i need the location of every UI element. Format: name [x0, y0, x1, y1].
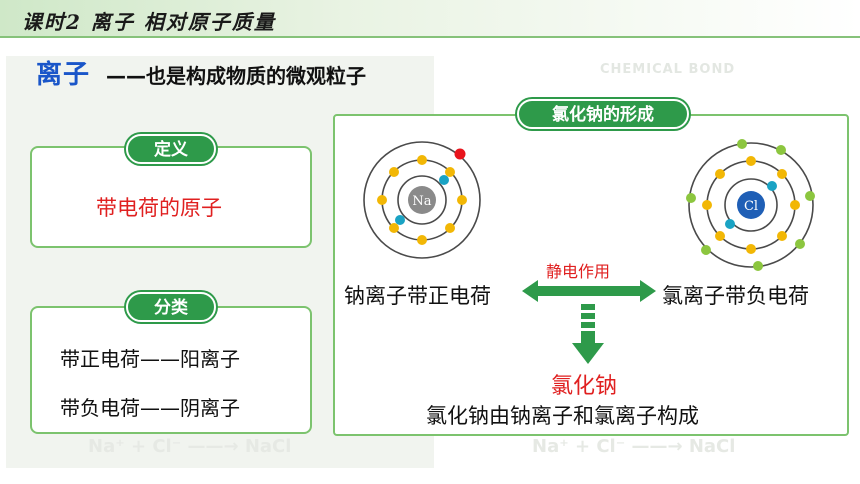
chlorine-ion-label: 氯离子带负电荷	[662, 284, 809, 308]
product-label: 氯化钠	[551, 374, 618, 399]
electrostatic-force-label: 静电作用	[546, 262, 611, 281]
watermark-left-equation: Na⁺ + Cl⁻ ——→ NaCl	[88, 436, 292, 457]
sodium-ion-label: 钠离子带正电荷	[344, 284, 491, 308]
chlorine-atom-diagram: Cl	[686, 139, 815, 271]
valence-electron-dot	[454, 148, 466, 160]
definition-text: 带电荷的原子	[96, 196, 222, 220]
classification-item-anion: 带负电荷——阴离子	[60, 396, 240, 420]
electron-dot	[417, 235, 427, 245]
down-arrow-icon	[572, 304, 604, 364]
lesson-title: 课时2 离子 相对原子质量	[22, 10, 276, 34]
classification-badge: 分类	[126, 292, 216, 322]
chlorine-outer-shell	[688, 142, 814, 268]
conclusion-text: 氯化钠由钠离子和氯离子构成	[426, 404, 699, 428]
classification-item-cation: 带正电荷——阳离子	[60, 347, 240, 371]
watermark-right-equation: Na⁺ + Cl⁻ ——→ NaCl	[532, 436, 736, 457]
page-subtitle: ——也是构成物质的微观粒子	[106, 64, 366, 88]
watermark-chemical-bond: CHEMICAL BOND	[600, 62, 736, 77]
electron-dot	[746, 244, 756, 254]
electron-dot	[457, 195, 467, 205]
electron-dot	[389, 167, 399, 177]
electron-dot	[767, 181, 777, 191]
sodium-atom-diagram: Na	[363, 141, 481, 259]
electron-dot	[702, 200, 712, 210]
chlorine-symbol: Cl	[744, 199, 758, 214]
valence-electron-dot	[795, 239, 805, 249]
electron-dot	[417, 155, 427, 165]
chlorine-electrons	[686, 139, 815, 271]
valence-electron-dot	[737, 139, 747, 149]
chlorine-inner-shell	[724, 178, 778, 232]
electron-dot	[777, 169, 787, 179]
page-title: 离子	[36, 60, 91, 90]
electron-dot	[389, 223, 399, 233]
sodium-outer-shell	[363, 141, 481, 259]
formation-panel	[333, 114, 849, 436]
chlorine-nucleus	[737, 191, 765, 219]
electron-dot	[445, 167, 455, 177]
valence-electron-dot	[701, 245, 711, 255]
electron-dot	[715, 169, 725, 179]
electron-dot	[445, 223, 455, 233]
sodium-inner-shell	[397, 175, 447, 225]
electron-dot	[777, 231, 787, 241]
definition-badge: 定义	[126, 134, 216, 164]
double-arrow-icon	[522, 280, 656, 302]
valence-electron-dot	[753, 261, 763, 271]
definition-panel	[30, 146, 312, 248]
lesson-header: 课时2 离子 相对原子质量	[0, 0, 860, 38]
sodium-symbol: Na	[412, 194, 431, 209]
valence-electron-dot	[686, 193, 696, 203]
valence-electron-dot	[776, 145, 786, 155]
formation-badge: 氯化钠的形成	[517, 99, 689, 129]
electron-dot	[790, 200, 800, 210]
electron-dot	[725, 219, 735, 229]
electron-dot	[439, 175, 449, 185]
electron-dot	[746, 156, 756, 166]
valence-electron-dot	[805, 191, 815, 201]
sodium-electrons	[377, 148, 467, 245]
electron-dot	[715, 231, 725, 241]
sodium-nucleus	[408, 186, 436, 214]
electron-dot	[377, 195, 387, 205]
electron-dot	[395, 215, 405, 225]
